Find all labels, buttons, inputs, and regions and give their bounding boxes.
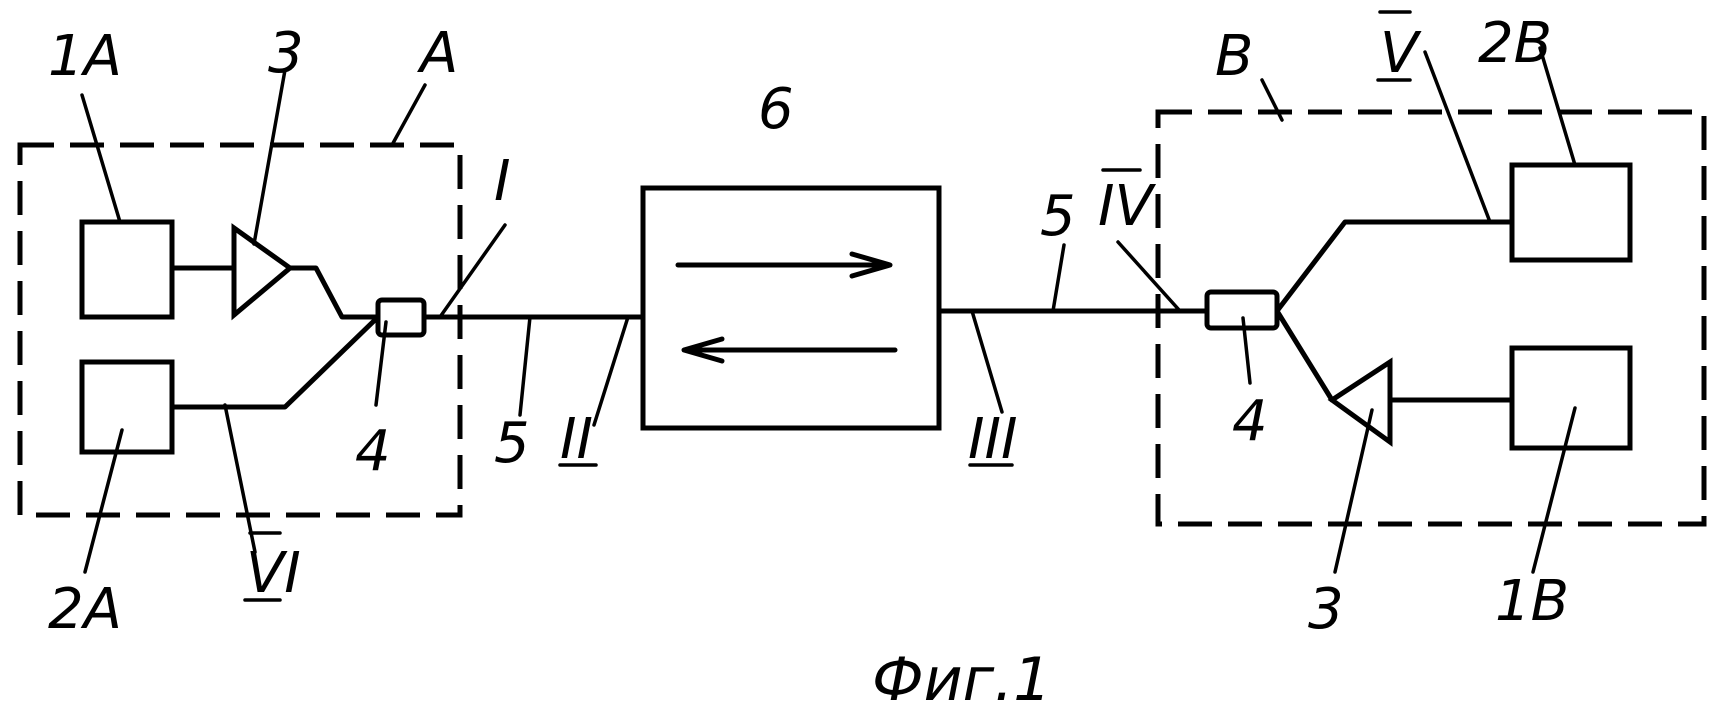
label-v: V: [1380, 21, 1422, 86]
label-iv: IV: [1098, 174, 1157, 239]
leader-ii: [594, 317, 628, 425]
device-6-box: [643, 188, 939, 428]
label-b: B: [1215, 24, 1253, 89]
source-1b-box: [1512, 348, 1630, 448]
leader-5-right: [1053, 245, 1064, 311]
label-6: 6: [758, 77, 794, 142]
label-iii: III: [968, 407, 1018, 472]
label-amp-right: 3: [1308, 577, 1344, 642]
label-1b: 1B: [1495, 569, 1569, 634]
leader-amp-right: [1335, 410, 1372, 572]
leader-iii: [972, 311, 1002, 412]
label-5-left: 5: [494, 411, 530, 476]
label-i: I: [494, 149, 511, 214]
leader-i: [440, 225, 505, 317]
receiver-2b-box: [1512, 165, 1630, 260]
leader-iv: [1118, 242, 1180, 311]
leader-amp-left: [254, 70, 285, 244]
leader-a: [392, 85, 425, 145]
leader-1a: [82, 95, 120, 222]
label-5-right: 5: [1040, 184, 1076, 249]
amplifier-left-triangle: [234, 228, 290, 315]
label-ii: II: [560, 407, 593, 472]
label-2b: 2B: [1478, 11, 1552, 76]
label-1a: 1A: [48, 24, 122, 89]
label-4-left: 4: [355, 419, 391, 484]
receiver-2a-box: [82, 362, 172, 452]
label-amp-left: 3: [268, 21, 304, 86]
leader-vi: [225, 405, 255, 552]
label-a: A: [417, 21, 458, 86]
wire-2a-to-coupler-left: [172, 317, 378, 407]
wire-coupler-to-amp-right: [1277, 311, 1332, 400]
leader-v: [1425, 52, 1490, 222]
figure-caption: Фиг.1: [872, 645, 1051, 715]
source-1a-box: [82, 222, 172, 317]
label-4-right: 4: [1232, 389, 1268, 454]
wire-coupler-to-2b: [1277, 222, 1512, 311]
label-vi: VI: [246, 541, 301, 606]
label-2a: 2A: [48, 577, 122, 642]
leader-5-left: [520, 317, 530, 415]
wire-amp-to-coupler-left: [290, 268, 378, 317]
amplifier-right-triangle: [1332, 362, 1390, 442]
